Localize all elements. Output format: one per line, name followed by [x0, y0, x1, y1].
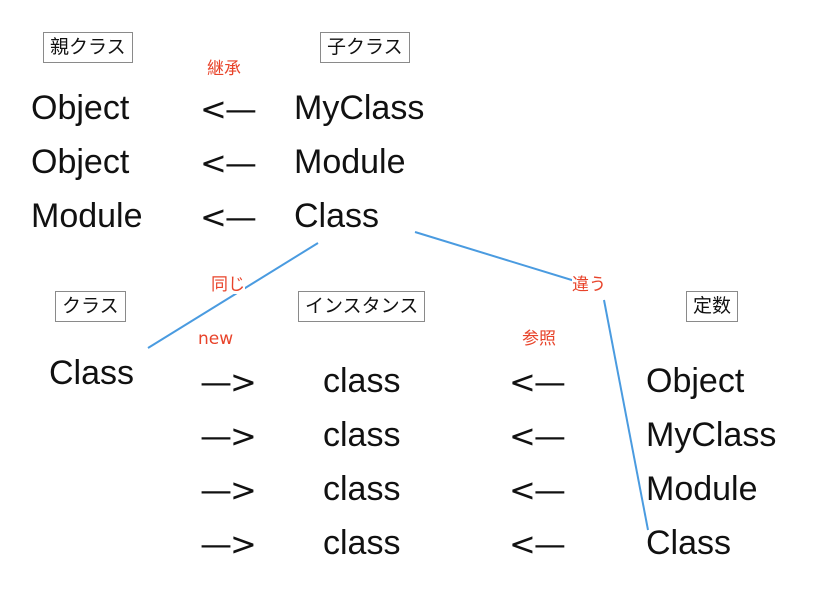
instance-name: class	[323, 470, 401, 508]
different-annotation: 違う	[572, 275, 606, 295]
child-name: Module	[294, 143, 406, 181]
parent-name: Object	[31, 89, 130, 127]
reference-arrow: <—	[509, 417, 566, 455]
instance-name: class	[323, 416, 401, 454]
constant-name: Class	[646, 524, 732, 562]
instance-name: class	[323, 362, 401, 400]
same-annotation: 同じ	[211, 275, 245, 295]
child-name: MyClass	[294, 89, 425, 127]
new-arrow: —>	[200, 471, 257, 509]
reference-annotation: 参照	[522, 329, 556, 349]
new-annotation: new	[198, 329, 234, 349]
same-connector	[147, 242, 319, 349]
instance-label: インスタンス	[298, 291, 426, 322]
reference-arrow: <—	[509, 471, 566, 509]
constant-name: Module	[646, 470, 758, 508]
inherit-arrow: <—	[200, 144, 257, 182]
child-name: Class	[294, 197, 380, 235]
different-connector-upper	[414, 231, 589, 286]
constant-name: MyClass	[646, 416, 777, 454]
new-arrow: —>	[200, 525, 257, 563]
instance-name: class	[323, 524, 401, 562]
parent-name: Object	[31, 143, 130, 181]
constant-name: Object	[646, 362, 745, 400]
inherit-annotation: 継承	[207, 59, 241, 79]
new-arrow: —>	[200, 417, 257, 455]
parent-class-label: 親クラス	[43, 32, 133, 63]
different-connector-lower	[603, 299, 649, 531]
reference-arrow: <—	[509, 363, 566, 401]
reference-arrow: <—	[509, 525, 566, 563]
constant-label: 定数	[686, 291, 739, 322]
new-arrow: —>	[200, 363, 257, 401]
class-name: Class	[49, 354, 135, 392]
class-header-label: クラス	[55, 291, 126, 322]
parent-name: Module	[31, 197, 143, 235]
inherit-arrow: <—	[200, 90, 257, 128]
child-class-label: 子クラス	[320, 32, 410, 63]
inherit-arrow: <—	[200, 198, 257, 236]
